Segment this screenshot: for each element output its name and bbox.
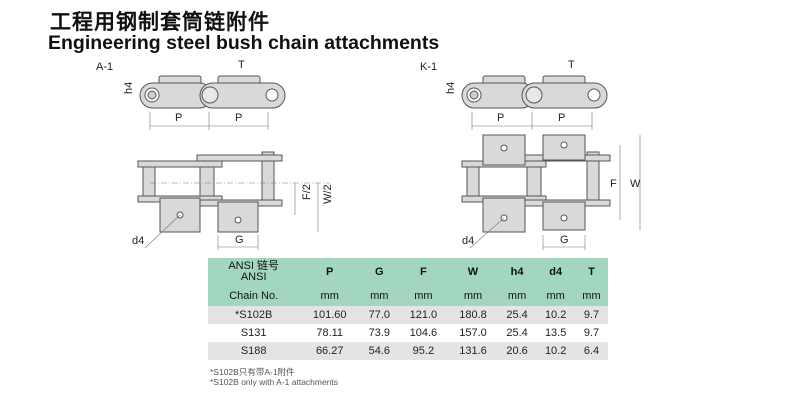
header-t: T [574, 258, 608, 286]
footnotes: *S102B只有带A-1附件 *S102B only with A-1 atta… [210, 367, 338, 387]
footnote-cn: *S102B只有带A-1附件 [210, 367, 295, 377]
cell: 9.7 [583, 327, 600, 339]
header-g: G [360, 258, 399, 286]
cell: 10.2 [536, 306, 575, 324]
a1-side-view [139, 75, 286, 109]
cell: 9.7 [574, 306, 608, 324]
unit: mm [448, 286, 498, 306]
spec-table: ANSI 链号 ANSI P G F W h4 d4 T Chain No. m… [208, 258, 608, 360]
a1-label: A-1 [96, 61, 113, 73]
header-w: W [448, 258, 498, 286]
k1-d4-label: d4 [462, 235, 474, 247]
header-chain-cn: ANSI 链号 [228, 260, 280, 272]
cell: 13.5 [544, 327, 567, 339]
header-chain-no: ANSI 链号 ANSI [208, 258, 300, 286]
header-chain-ansi: ANSI [240, 271, 267, 283]
header-h4: h4 [497, 258, 537, 286]
cell: 25.4 [497, 306, 537, 324]
a1-h4-label: h4 [123, 82, 135, 94]
cell: 78.11 [316, 327, 344, 339]
title-english: Engineering steel bush chain attachments [48, 32, 440, 54]
k1-h4-label: h4 [445, 82, 457, 94]
k1-top-view [461, 134, 611, 233]
unit: mm [299, 286, 361, 306]
a1-p-label-2: P [235, 112, 242, 124]
a1-p-label-1: P [175, 112, 182, 124]
a1-f2-label: F/2 [301, 184, 313, 200]
cell: 10.2 [536, 342, 575, 360]
cell: *S102B [208, 306, 300, 324]
a1-d4-label: d4 [132, 235, 144, 247]
unit: mm [360, 286, 399, 306]
a1-w2-label: W/2 [322, 184, 334, 204]
cell: 77.0 [360, 306, 399, 324]
k1-t-label: T [568, 59, 575, 71]
cell: 101.60 [299, 306, 361, 324]
footnote-en: *S102B only with A-1 attachments [210, 377, 339, 387]
cell: 25.4 [506, 327, 528, 339]
title-chinese: 工程用钢制套筒链附件 [50, 10, 270, 34]
chain-diagrams: A-1 h4 T P P F/2 W/2 d4 G K-1 h4 T P P F… [96, 59, 641, 250]
k1-p-label-2: P [558, 112, 565, 124]
k1-g-label: G [560, 234, 569, 246]
k1-label: K-1 [420, 61, 437, 73]
unit: mm [398, 286, 449, 306]
k1-w-label: W [630, 178, 641, 190]
cell: 104.6 [409, 327, 438, 339]
cell: 66.27 [299, 342, 361, 360]
cell: 20.6 [497, 342, 537, 360]
unit: mm [574, 286, 608, 306]
cell: 157.0 [459, 327, 487, 339]
cell: S188 [208, 342, 300, 360]
header-chain-en: Chain No. [208, 286, 300, 306]
header-d4: d4 [536, 258, 575, 286]
cell: 54.6 [360, 342, 399, 360]
cell: 6.4 [574, 342, 608, 360]
k1-f-label: F [610, 178, 617, 190]
cell: 180.8 [448, 306, 498, 324]
cell: 121.0 [398, 306, 449, 324]
cell: 95.2 [398, 342, 449, 360]
k1-p-label-1: P [497, 112, 504, 124]
cell: 73.9 [368, 327, 391, 339]
table-row: S131 78.11 73.9 104.6 157.0 25.4 13.5 9.7 [208, 324, 608, 342]
a1-t-label: T [238, 59, 245, 71]
a1-g-label: G [235, 234, 244, 246]
cell: S131 [240, 327, 267, 339]
k1-side-view [461, 75, 608, 109]
a1-top-view [137, 151, 283, 233]
unit: mm [536, 286, 575, 306]
header-p: P [299, 258, 361, 286]
cell: 131.6 [448, 342, 498, 360]
header-f: F [398, 258, 449, 286]
unit: mm [497, 286, 537, 306]
